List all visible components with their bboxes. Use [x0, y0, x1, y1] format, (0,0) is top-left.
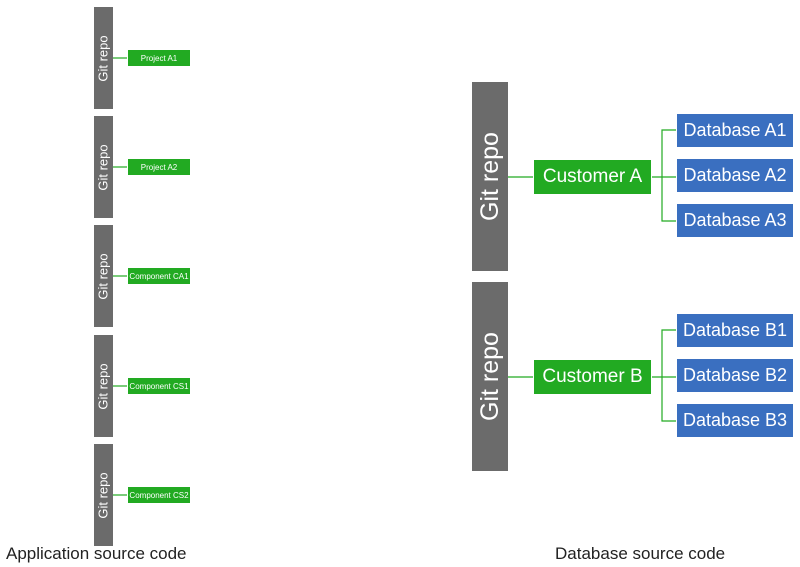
git-repo-label: Git repo [96, 252, 111, 300]
database-b2-node: Database B2 [676, 358, 794, 393]
app-git-repo-4: Git repo [94, 335, 113, 437]
customer-a-node: Customer A [533, 159, 652, 195]
project-a1-node: Project A1 [127, 49, 191, 67]
project-a2-node: Project A2 [127, 158, 191, 176]
node-label: Component CS1 [129, 381, 189, 391]
database-a3-node: Database A3 [676, 203, 794, 238]
node-label: Project A1 [140, 53, 178, 63]
node-label: Database A2 [683, 165, 787, 185]
app-git-repo-5: Git repo [94, 444, 113, 546]
git-repo-label: Git repo [475, 332, 504, 421]
component-cs2-node: Component CS2 [127, 486, 191, 504]
database-source-code-caption: Database source code [555, 544, 726, 563]
node-label: Project A2 [140, 162, 178, 172]
customer-b-node: Customer B [533, 359, 652, 395]
component-cs1-node: Component CS1 [127, 377, 191, 395]
app-git-repo-2: Git repo [94, 116, 113, 218]
node-label: Database B3 [682, 410, 788, 430]
node-label: Database B2 [682, 365, 788, 385]
database-b1-node: Database B1 [676, 313, 794, 348]
node-label: Customer A [542, 166, 643, 187]
node-label: Database B1 [682, 320, 788, 340]
git-repo-label: Git repo [475, 132, 504, 221]
database-a2-node: Database A2 [676, 158, 794, 193]
app-git-repo-1: Git repo [94, 7, 113, 109]
db-git-repo-b: Git repo [472, 282, 508, 471]
application-source-code-caption: Application source code [6, 544, 187, 563]
node-label: Database A3 [683, 210, 787, 230]
database-a1-node: Database A1 [676, 113, 794, 148]
node-label: Component CS2 [129, 490, 189, 500]
db-git-repo-a: Git repo [472, 82, 508, 271]
database-b3-node: Database B3 [676, 403, 794, 438]
node-label: Customer B [542, 366, 643, 387]
git-repo-label: Git repo [96, 143, 111, 191]
node-label: Database A1 [683, 120, 787, 140]
node-label: Component CA1 [129, 271, 189, 281]
app-git-repo-3: Git repo [94, 225, 113, 327]
git-repo-label: Git repo [96, 362, 111, 410]
git-repo-label: Git repo [96, 34, 111, 82]
component-ca1-node: Component CA1 [127, 267, 191, 285]
git-repo-label: Git repo [96, 471, 111, 519]
